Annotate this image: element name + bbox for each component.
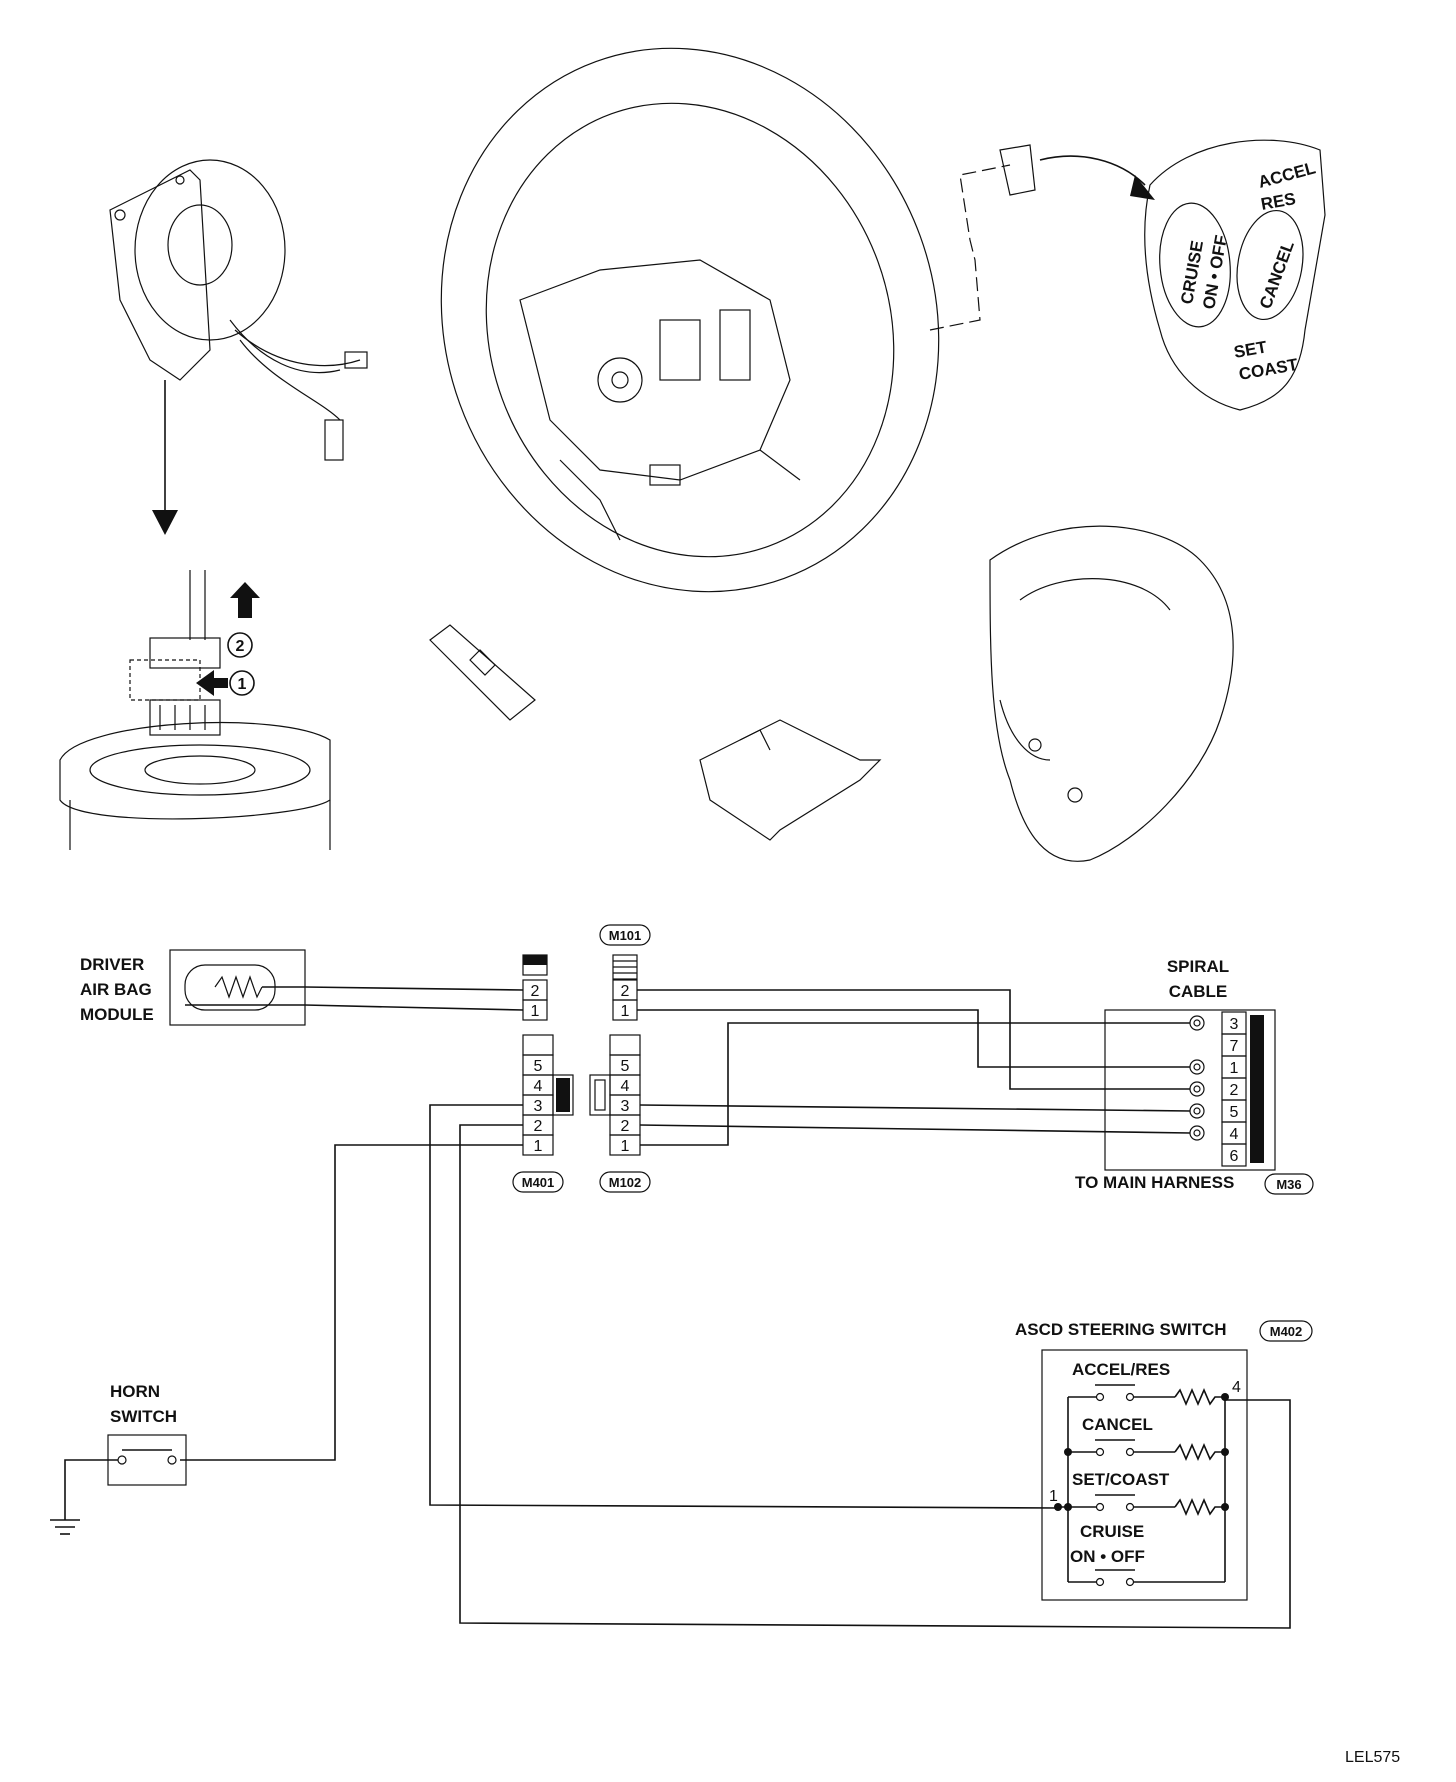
steering-wheel-illustration — [440, 47, 940, 593]
lower-cover-illustration — [699, 719, 882, 841]
side-cover-illustration — [429, 624, 536, 721]
wire-m102-pin1 — [640, 1022, 1190, 1146]
spiral-pin-7: 7 — [1230, 1038, 1239, 1055]
spiral-contact-icons — [1189, 1015, 1205, 1141]
wire-m401-pin3 — [429, 1104, 1059, 1509]
m401-lower-pin-4: 4 — [534, 1078, 543, 1095]
switch-leader-line — [929, 164, 1011, 331]
wire-m101-pin2 — [637, 989, 1190, 1090]
squib-resistor-icon — [214, 975, 263, 999]
m101-label: M101 — [609, 928, 642, 943]
step-1-number: 1 — [238, 676, 247, 693]
switch-pin-4-label: 4 — [1232, 1379, 1241, 1396]
m401-lower-connector: 5 4 3 2 1 — [522, 1034, 574, 1156]
horn-switch-label-line1: HORN — [110, 1382, 160, 1401]
accel-res-label: ACCEL/RES — [1072, 1360, 1170, 1379]
m36-label: M36 — [1276, 1177, 1301, 1192]
wire-m102-pin3 — [639, 1104, 1191, 1112]
up-arrow-icon — [230, 582, 260, 618]
m101-connector: M101 2 1 — [599, 924, 651, 1021]
spiral-pin-1: 1 — [1230, 1060, 1239, 1077]
m102-pin-3: 3 — [621, 1098, 630, 1115]
connector-removal-illustration — [59, 570, 331, 850]
m402-label: M402 — [1270, 1324, 1303, 1339]
set-coast-label: SET/COAST — [1072, 1470, 1170, 1489]
horn-switch: HORN SWITCH — [50, 1382, 187, 1535]
m102-connector: 5 4 3 2 1 M102 — [589, 1034, 651, 1193]
step-1-marker: 1 — [229, 670, 255, 696]
driver-air-bag-label-line2: AIR BAG — [80, 980, 152, 999]
on-off-label: ON • OFF — [1070, 1547, 1145, 1566]
wire-m401-pin1 — [180, 1144, 523, 1461]
ascd-switch-pad-illustration: ACCEL RES CRUISE ON • OFF CANCEL SET COA… — [1144, 139, 1326, 411]
pad-cancel-label: CANCEL — [1256, 238, 1298, 311]
horn-switch-label-line2: SWITCH — [110, 1407, 177, 1426]
spiral-cable-block: SPIRAL CABLE 3 7 1 2 5 4 6 — [1104, 957, 1276, 1171]
cruise-label: CRUISE — [1080, 1522, 1144, 1541]
m401-lower-pin-1: 1 — [534, 1138, 543, 1155]
switch-pin-1-label: 1 — [1049, 1488, 1058, 1505]
m102-label: M102 — [609, 1175, 642, 1190]
m102-pin-2: 2 — [621, 1118, 630, 1135]
m401-upper-pin-1: 1 — [531, 1003, 540, 1020]
wire-m401-pin2 — [459, 1124, 1291, 1629]
m101-pin-2: 2 — [621, 983, 630, 1000]
wire-m101-pin1 — [637, 1009, 1190, 1068]
switch-small-part — [999, 144, 1036, 196]
air-bag-module-illustration — [989, 525, 1234, 862]
figure-code: LEL575 — [1345, 1749, 1400, 1766]
m401-upper-pin-2: 2 — [531, 983, 540, 1000]
pad-accel-label: ACCEL — [1256, 158, 1317, 192]
ascd-steering-switch: ASCD STEERING SWITCH M402 ACCEL/RES CANC… — [1015, 1320, 1313, 1601]
spiral-pin-4: 4 — [1230, 1126, 1239, 1143]
spiral-pin-6: 6 — [1230, 1148, 1239, 1165]
ascd-steering-switch-label: ASCD STEERING SWITCH — [1015, 1320, 1227, 1339]
spiral-cable-illustration — [109, 159, 368, 461]
step-2-marker: 2 — [227, 632, 253, 658]
m101-pin-1: 1 — [621, 1003, 630, 1020]
m401-lower-pin-2: 2 — [534, 1118, 543, 1135]
spiral-pin-5: 5 — [1230, 1104, 1239, 1121]
m102-pin-1: 1 — [621, 1138, 630, 1155]
wire-airbag-pin2 — [262, 986, 524, 991]
cancel-label: CANCEL — [1082, 1415, 1153, 1434]
spiral-cable-label-line1: SPIRAL — [1167, 957, 1229, 976]
m102-pin-5: 5 — [621, 1058, 630, 1075]
to-main-harness-label-group: TO MAIN HARNESS M36 — [1075, 1173, 1314, 1195]
to-main-harness-label: TO MAIN HARNESS — [1075, 1173, 1234, 1192]
driver-air-bag-label-line3: MODULE — [80, 1005, 154, 1024]
pad-res-label: RES — [1259, 189, 1297, 214]
down-arrow-icon — [152, 380, 178, 535]
wire-m102-pin2 — [639, 1124, 1191, 1134]
ground-icon — [50, 1519, 80, 1535]
step-2-number: 2 — [236, 638, 245, 655]
curved-arrow-icon — [1039, 155, 1155, 200]
left-arrow-icon — [196, 670, 228, 696]
driver-air-bag-label-line1: DRIVER — [80, 955, 144, 974]
m401-connector-tag: M401 — [512, 1171, 564, 1193]
m401-lower-pin-5: 5 — [534, 1058, 543, 1075]
wire-airbag-pin1 — [185, 1004, 524, 1011]
spiral-pin-3: 3 — [1230, 1016, 1239, 1033]
spiral-cable-label-line2: CABLE — [1169, 982, 1228, 1001]
m401-lower-pin-3: 3 — [534, 1098, 543, 1115]
m102-pin-4: 4 — [621, 1078, 630, 1095]
spiral-pin-2: 2 — [1230, 1082, 1239, 1099]
m401-label: M401 — [522, 1175, 555, 1190]
m401-upper-connector: 2 1 — [522, 954, 548, 1021]
pad-set-label: SET — [1232, 337, 1268, 362]
